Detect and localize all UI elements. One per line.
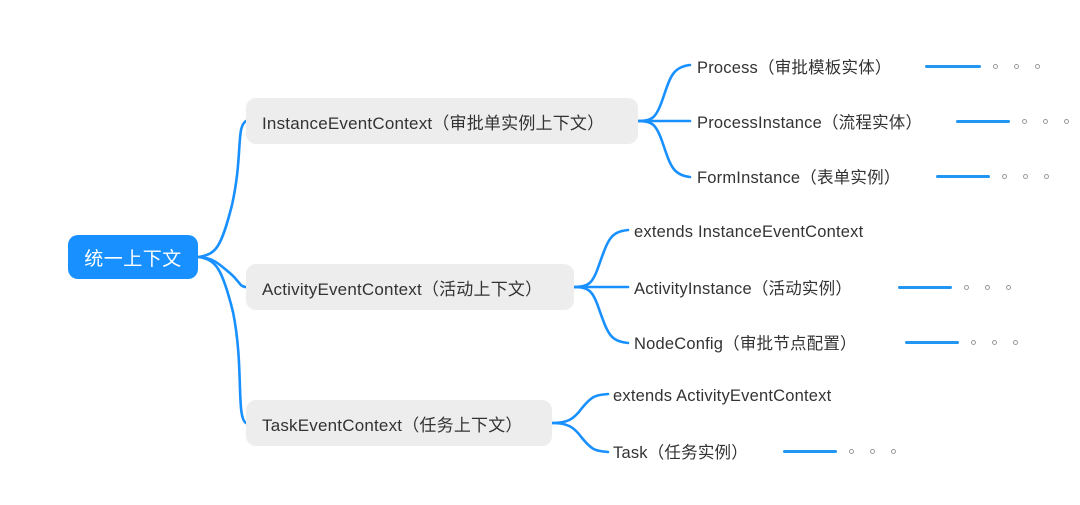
leaf-node-task[interactable]: Task（任务实例） xyxy=(613,438,748,464)
tail-dot xyxy=(992,340,997,345)
tail-dot xyxy=(849,449,854,454)
connector-root-to-branch-3 xyxy=(197,255,248,425)
tail-rule xyxy=(898,286,952,289)
tail-dot xyxy=(993,64,998,69)
leaf-tail-task xyxy=(783,449,896,454)
leaf-node-label: Process（审批模板实体） xyxy=(697,59,892,77)
connector-branch-3-to-leaf-1 xyxy=(550,392,610,425)
tail-dot xyxy=(891,449,896,454)
connector-branch-2-to-leaf-3 xyxy=(572,285,630,345)
leaf-node-label: ActivityInstance（活动实例） xyxy=(634,280,853,298)
connector-root-to-branch-2 xyxy=(197,255,248,289)
leaf-node-label: Task（任务实例） xyxy=(613,444,748,462)
leaf-tail-activity-instance xyxy=(898,285,1011,290)
tail-dots[interactable] xyxy=(1002,174,1049,179)
root-node[interactable]: 统一上下文 xyxy=(68,235,198,279)
connector-root-to-branch-1 xyxy=(197,119,248,259)
tail-rule xyxy=(783,450,837,453)
leaf-node-process-instance[interactable]: ProcessInstance（流程实体） xyxy=(697,108,922,134)
tail-dots[interactable] xyxy=(993,64,1040,69)
leaf-node-label: extends InstanceEventContext xyxy=(634,222,864,241)
tail-rule xyxy=(936,175,990,178)
tail-dots[interactable] xyxy=(964,285,1011,290)
connector-branch-1-to-leaf-3 xyxy=(636,119,692,179)
tail-rule xyxy=(925,65,981,68)
connector-branch-3-to-leaf-2 xyxy=(550,421,610,454)
leaf-node-label: FormInstance（表单实例） xyxy=(697,169,901,187)
root-node-label: 统一上下文 xyxy=(84,248,182,270)
tail-dot xyxy=(964,285,969,290)
leaf-node-label: NodeConfig（审批节点配置） xyxy=(634,335,857,353)
tail-dot xyxy=(1013,340,1018,345)
branch-node-label: TaskEventContext（任务上下文） xyxy=(262,415,523,435)
leaf-node-extends-activity-event-context[interactable]: extends ActivityEventContext xyxy=(613,383,831,409)
branch-node-instance-event-context[interactable]: InstanceEventContext（审批单实例上下文） xyxy=(246,98,638,144)
tail-dot xyxy=(1014,64,1019,69)
leaf-tail-process xyxy=(925,64,1040,69)
connector-branch-1-to-leaf-1 xyxy=(636,63,692,123)
leaf-node-activity-instance[interactable]: ActivityInstance（活动实例） xyxy=(634,274,852,300)
tail-dot xyxy=(985,285,990,290)
tail-dot xyxy=(1023,174,1028,179)
tail-rule xyxy=(956,120,1010,123)
tail-rule xyxy=(905,341,959,344)
tail-dot xyxy=(1006,285,1011,290)
branch-node-label: ActivityEventContext（活动上下文） xyxy=(262,279,543,299)
connector-branch-2-to-leaf-1 xyxy=(572,228,630,289)
tail-dots[interactable] xyxy=(1022,119,1069,124)
tail-dot xyxy=(1022,119,1027,124)
leaf-node-node-config[interactable]: NodeConfig（审批节点配置） xyxy=(634,329,857,355)
tail-dot xyxy=(1002,174,1007,179)
branch-node-task-event-context[interactable]: TaskEventContext（任务上下文） xyxy=(246,400,552,446)
branch-node-label: InstanceEventContext（审批单实例上下文） xyxy=(262,113,605,133)
tail-dot xyxy=(1035,64,1040,69)
tail-dot xyxy=(870,449,875,454)
tail-dot xyxy=(971,340,976,345)
leaf-node-process[interactable]: Process（审批模板实体） xyxy=(697,53,892,79)
leaf-tail-node-config xyxy=(905,340,1018,345)
branch-node-activity-event-context[interactable]: ActivityEventContext（活动上下文） xyxy=(246,264,574,310)
leaf-node-label: extends ActivityEventContext xyxy=(613,386,832,405)
tail-dot xyxy=(1044,174,1049,179)
leaf-node-extends-instance-event-context[interactable]: extends InstanceEventContext xyxy=(634,219,863,245)
tail-dot xyxy=(1043,119,1048,124)
tail-dots[interactable] xyxy=(849,449,896,454)
tail-dot xyxy=(1064,119,1069,124)
leaf-tail-form-instance xyxy=(936,174,1049,179)
leaf-tail-process-instance xyxy=(956,119,1069,124)
leaf-node-label: ProcessInstance（流程实体） xyxy=(697,114,923,132)
leaf-node-form-instance[interactable]: FormInstance（表单实例） xyxy=(697,163,900,189)
tail-dots[interactable] xyxy=(971,340,1018,345)
